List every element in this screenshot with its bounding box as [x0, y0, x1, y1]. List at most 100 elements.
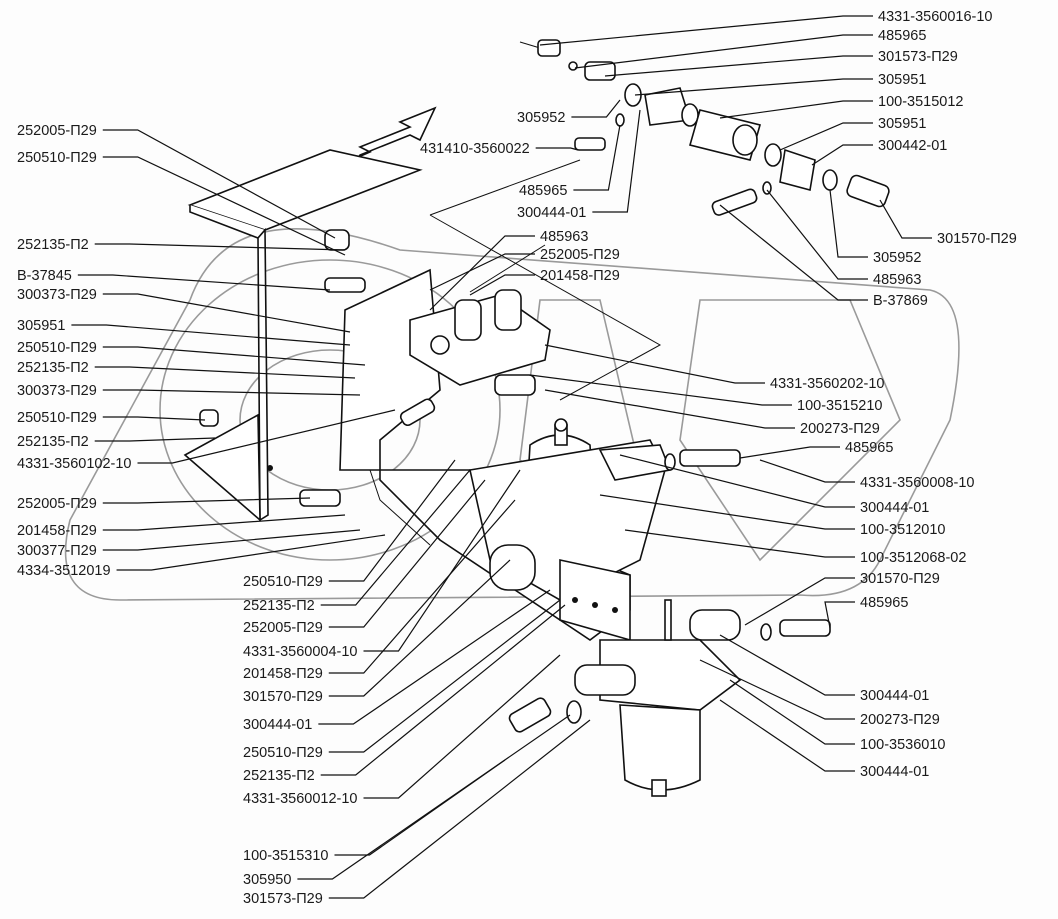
leader-line	[328, 559, 511, 697]
part-number-label: 300444-01	[860, 500, 929, 516]
leader-line	[544, 344, 765, 384]
part-number-label: 305951	[878, 72, 926, 88]
part-number-label: 200273-П29	[800, 421, 880, 437]
top-fittings	[199, 39, 890, 641]
leader-line	[469, 274, 535, 296]
leader-line	[619, 454, 855, 508]
part-number-label: 300373-П29	[17, 287, 97, 303]
leader-line	[571, 99, 621, 118]
part-number-label: 485965	[860, 595, 908, 611]
leader-line	[719, 204, 868, 301]
pressure-regulator	[469, 418, 672, 642]
leader-line	[297, 714, 571, 880]
part-number-label: 252135-П2	[17, 237, 89, 253]
part-number-label: 201458-П29	[540, 268, 620, 284]
leader-line	[539, 15, 873, 46]
part-number-label: 252135-П2	[243, 598, 315, 614]
leader-line	[544, 389, 795, 429]
part-number-label: 201458-П29	[17, 523, 97, 539]
part-number-label: 301570-П29	[243, 689, 323, 705]
part-number-label: 305950	[243, 872, 291, 888]
leader-line	[573, 124, 621, 191]
part-number-label: 300444-01	[243, 717, 312, 733]
leader-line	[604, 55, 873, 77]
leader-line	[363, 469, 521, 652]
upper-valve	[409, 289, 551, 396]
leader-line	[320, 604, 566, 776]
leader-line	[811, 144, 873, 166]
leader-line	[77, 274, 331, 291]
leader-line	[729, 679, 855, 745]
leader-line	[592, 109, 641, 213]
leader-line	[766, 189, 868, 280]
part-number-label: 485965	[519, 183, 567, 199]
leader-line	[529, 374, 792, 406]
leader-line	[102, 497, 311, 504]
leader-line	[94, 366, 356, 379]
part-number-label: В-37845	[17, 268, 72, 284]
part-number-label: 4331-3560012-10	[243, 791, 358, 807]
leader-line	[829, 189, 868, 258]
leader-line	[719, 699, 855, 772]
leader-line	[429, 253, 535, 291]
leader-line	[320, 469, 471, 606]
part-number-label: 301570-П29	[860, 571, 940, 587]
part-number-label: 431410-3560022	[420, 141, 530, 157]
part-number-label: 485965	[845, 440, 893, 456]
leader-line	[102, 346, 366, 366]
part-number-label: 100-3512010	[860, 522, 945, 538]
leader-line	[328, 499, 516, 674]
part-number-label: 4331-3560008-10	[860, 475, 975, 491]
leader-line	[429, 235, 535, 311]
part-number-label: 250510-П29	[17, 410, 97, 426]
part-number-label: 305952	[517, 110, 565, 126]
part-number-label: 252005-П29	[540, 247, 620, 263]
leader-line	[328, 479, 486, 628]
part-number-label: 305952	[873, 250, 921, 266]
part-number-label: 485965	[878, 28, 926, 44]
leader-line	[624, 529, 855, 558]
leader-line	[739, 446, 840, 459]
leader-line	[71, 324, 351, 346]
leader-line	[535, 147, 579, 151]
leader-line	[102, 514, 346, 531]
leader-line	[102, 389, 361, 396]
part-number-label: 300444-01	[860, 688, 929, 704]
part-number-label: 250510-П29	[17, 150, 97, 166]
leader-line	[744, 577, 855, 626]
part-number-label: В-37869	[873, 293, 928, 309]
leader-line	[116, 534, 386, 571]
part-number-label: 100-3512068-02	[860, 550, 966, 566]
part-number-label: 4331-3560004-10	[243, 644, 358, 660]
part-number-label: 100-3515310	[243, 848, 328, 864]
leader-line	[599, 494, 855, 530]
part-number-label: 252135-П2	[17, 434, 89, 450]
guide-lines	[429, 159, 662, 401]
part-number-label: 252005-П29	[243, 620, 323, 636]
leader-line	[759, 459, 855, 483]
leader-line	[102, 156, 346, 256]
part-number-label: 305951	[17, 318, 65, 334]
leader-line	[102, 529, 361, 551]
part-number-label: 252005-П29	[17, 123, 97, 139]
leader-line	[102, 293, 351, 333]
part-number-label: 300377-П29	[17, 543, 97, 559]
part-number-label: 250510-П29	[17, 340, 97, 356]
part-number-label: 301573-П29	[243, 891, 323, 907]
part-number-label: 301570-П29	[937, 231, 1017, 247]
leader-line	[363, 654, 561, 799]
leader-line	[318, 589, 551, 725]
leader-line	[102, 129, 336, 239]
leader-line	[634, 78, 873, 96]
part-number-label: 252135-П2	[243, 768, 315, 784]
leader-line	[94, 437, 216, 442]
part-number-label: 4331-3560202-10	[770, 376, 885, 392]
leader-line	[328, 459, 456, 582]
leader-line	[102, 416, 206, 421]
part-number-label: 300442-01	[878, 138, 947, 154]
part-number-label: 485963	[540, 229, 588, 245]
part-number-label: 201458-П29	[243, 666, 323, 682]
leader-line	[94, 243, 346, 251]
leader-line	[879, 199, 932, 239]
